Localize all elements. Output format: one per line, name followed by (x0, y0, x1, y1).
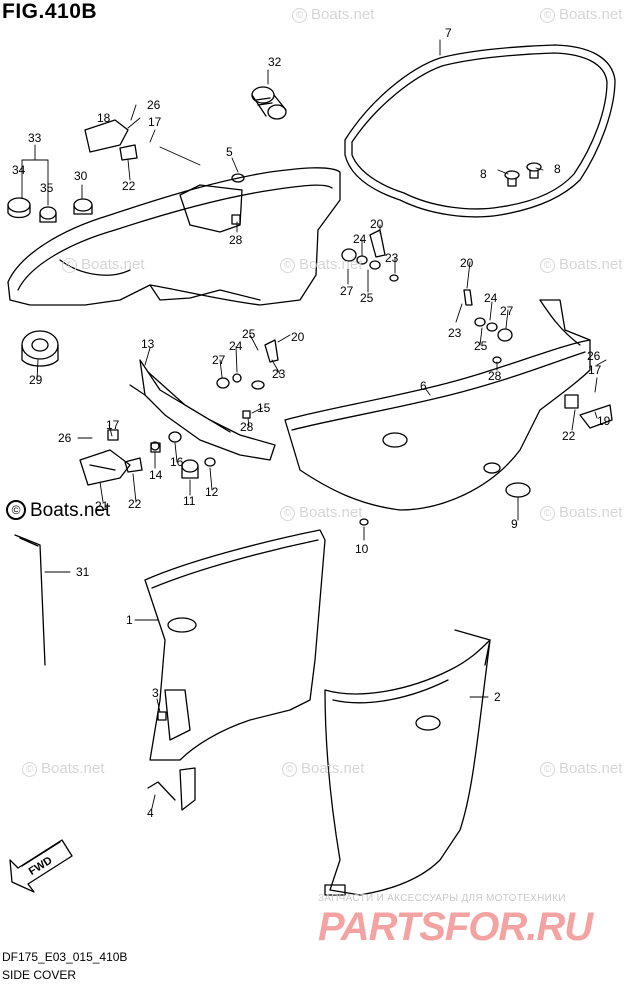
callout-19: 19 (597, 414, 611, 428)
callout-4: 4 (147, 806, 154, 820)
callout-12: 12 (205, 485, 219, 499)
callout-26: 26 (147, 98, 161, 112)
callout-24-right: 24 (484, 291, 498, 305)
callout-20: 20 (370, 217, 384, 231)
watermark: ©Boats.net (22, 760, 104, 777)
screws (147, 214, 251, 801)
watermark: ©Boats.net (280, 504, 362, 521)
callout-28-mid: 28 (240, 420, 254, 434)
callout-23-right: 23 (448, 326, 462, 340)
callout-27: 27 (340, 284, 354, 298)
callout-17-left: 17 (106, 418, 120, 432)
clip-parts (79, 119, 613, 486)
callout-24: 24 (353, 232, 367, 246)
figure-title: FIG.410B (2, 0, 98, 23)
callout-8-left: 8 (480, 167, 487, 181)
part-8-grommet (504, 162, 542, 187)
callout-35: 35 (40, 181, 54, 195)
small-parts-right (341, 229, 513, 526)
part-31-rod (14, 534, 46, 666)
callout-9: 9 (511, 517, 518, 531)
callout-2: 2 (494, 690, 501, 704)
callout-8-right: 8 (554, 162, 561, 176)
callout-22-right: 22 (562, 429, 576, 443)
figure-code: DF175_E03_015_410B (2, 950, 128, 964)
small-parts-left (150, 339, 279, 479)
callout-25-right: 25 (474, 339, 488, 353)
callout-16: 16 (170, 455, 184, 469)
callout-24-mid: 24 (229, 339, 243, 353)
callout-22: 22 (122, 179, 136, 193)
callout-5: 5 (226, 145, 233, 159)
callout-26-left: 26 (58, 431, 72, 445)
callout-1: 1 (126, 613, 133, 627)
watermark: ©Boats.net (280, 256, 362, 273)
part-2-lower-cover-right (324, 629, 491, 896)
watermark: ©Boats.net (292, 6, 374, 23)
leader-lines (21, 39, 607, 809)
callout-29: 29 (29, 373, 43, 387)
callout-11: 11 (183, 494, 196, 508)
callout-7: 7 (445, 26, 452, 40)
callout-31: 31 (76, 565, 90, 579)
watermark: ©Boats.net (62, 256, 144, 273)
part-6-right-cover (284, 299, 591, 511)
callout-20-mid: 20 (291, 330, 305, 344)
callout-28: 28 (229, 233, 243, 247)
watermark: ©Boats.net (540, 6, 622, 23)
callout-13: 13 (141, 337, 155, 351)
watermark: ©Boats.net (540, 760, 622, 777)
callout-3: 3 (152, 686, 159, 700)
callout-numbers: 7 32 26 18 17 33 5 34 30 35 22 8 8 28 20… (12, 26, 611, 878)
part-32-plug (251, 86, 287, 120)
callout-6: 6 (420, 379, 427, 393)
callout-10: 10 (355, 542, 369, 556)
callout-27-right: 27 (500, 304, 514, 318)
callout-17-right: 17 (588, 363, 602, 377)
part-13-bracket (129, 359, 276, 461)
callout-28-right: 28 (488, 369, 502, 383)
callout-32: 32 (268, 55, 282, 69)
callout-23: 23 (385, 251, 399, 265)
watermark: ©Boats.net (540, 504, 622, 521)
part-7-seal (344, 44, 616, 218)
callout-27-mid: 27 (212, 353, 226, 367)
callout-15: 15 (257, 401, 271, 415)
callout-34: 34 (12, 163, 26, 177)
part-1-lower-cover-left (144, 529, 326, 811)
callout-20-right: 20 (460, 256, 474, 270)
callout-18: 18 (97, 111, 111, 125)
callout-23-mid: 23 (272, 367, 286, 381)
callout-25-mid: 25 (242, 327, 256, 341)
callout-22-left: 22 (128, 497, 142, 511)
figure-name: SIDE COVER (2, 968, 77, 982)
watermark: ©Boats.net (540, 256, 622, 273)
part-5-upper-cover (7, 167, 341, 306)
callout-33: 33 (28, 131, 42, 145)
ru-watermark-line: ЗАПЧАСТИ И АКСЕССУАРЫ ДЛЯ МОТОТЕХНИКИ (318, 893, 566, 904)
callout-26-right: 26 (587, 349, 601, 363)
fwd-arrow-icon (9, 839, 73, 893)
watermark-dark: ©Boats.net (6, 500, 110, 522)
watermark: ©Boats.net (282, 760, 364, 777)
callout-21: 21 (95, 499, 109, 513)
callout-17: 17 (148, 115, 162, 129)
callout-25: 25 (360, 291, 374, 305)
ru-watermark-logo: PARTSFOR.RU (318, 905, 593, 949)
callout-30: 30 (74, 169, 88, 183)
callout-14: 14 (149, 468, 163, 482)
grommets-left (7, 197, 93, 367)
